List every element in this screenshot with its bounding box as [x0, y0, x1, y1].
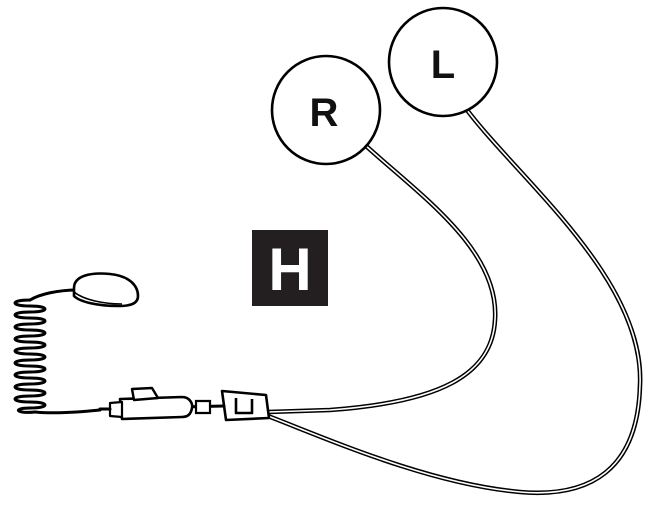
- right-earpiece: R: [270, 54, 382, 166]
- cable-splitter-clip: [220, 389, 271, 422]
- h-badge: H: [252, 230, 328, 306]
- right-earpiece-cable: [265, 142, 498, 415]
- left-earpiece-cable: [265, 107, 643, 496]
- right-earpiece-label: R: [310, 91, 339, 135]
- inline-connector: [98, 386, 194, 421]
- left-earpiece: L: [387, 6, 499, 118]
- h-badge-label: H: [268, 236, 311, 303]
- left-earpiece-label: L: [431, 43, 455, 87]
- microphone-pad: [72, 272, 140, 308]
- coil-lead-cable: [33, 408, 102, 415]
- coiled-cable: [13, 288, 80, 414]
